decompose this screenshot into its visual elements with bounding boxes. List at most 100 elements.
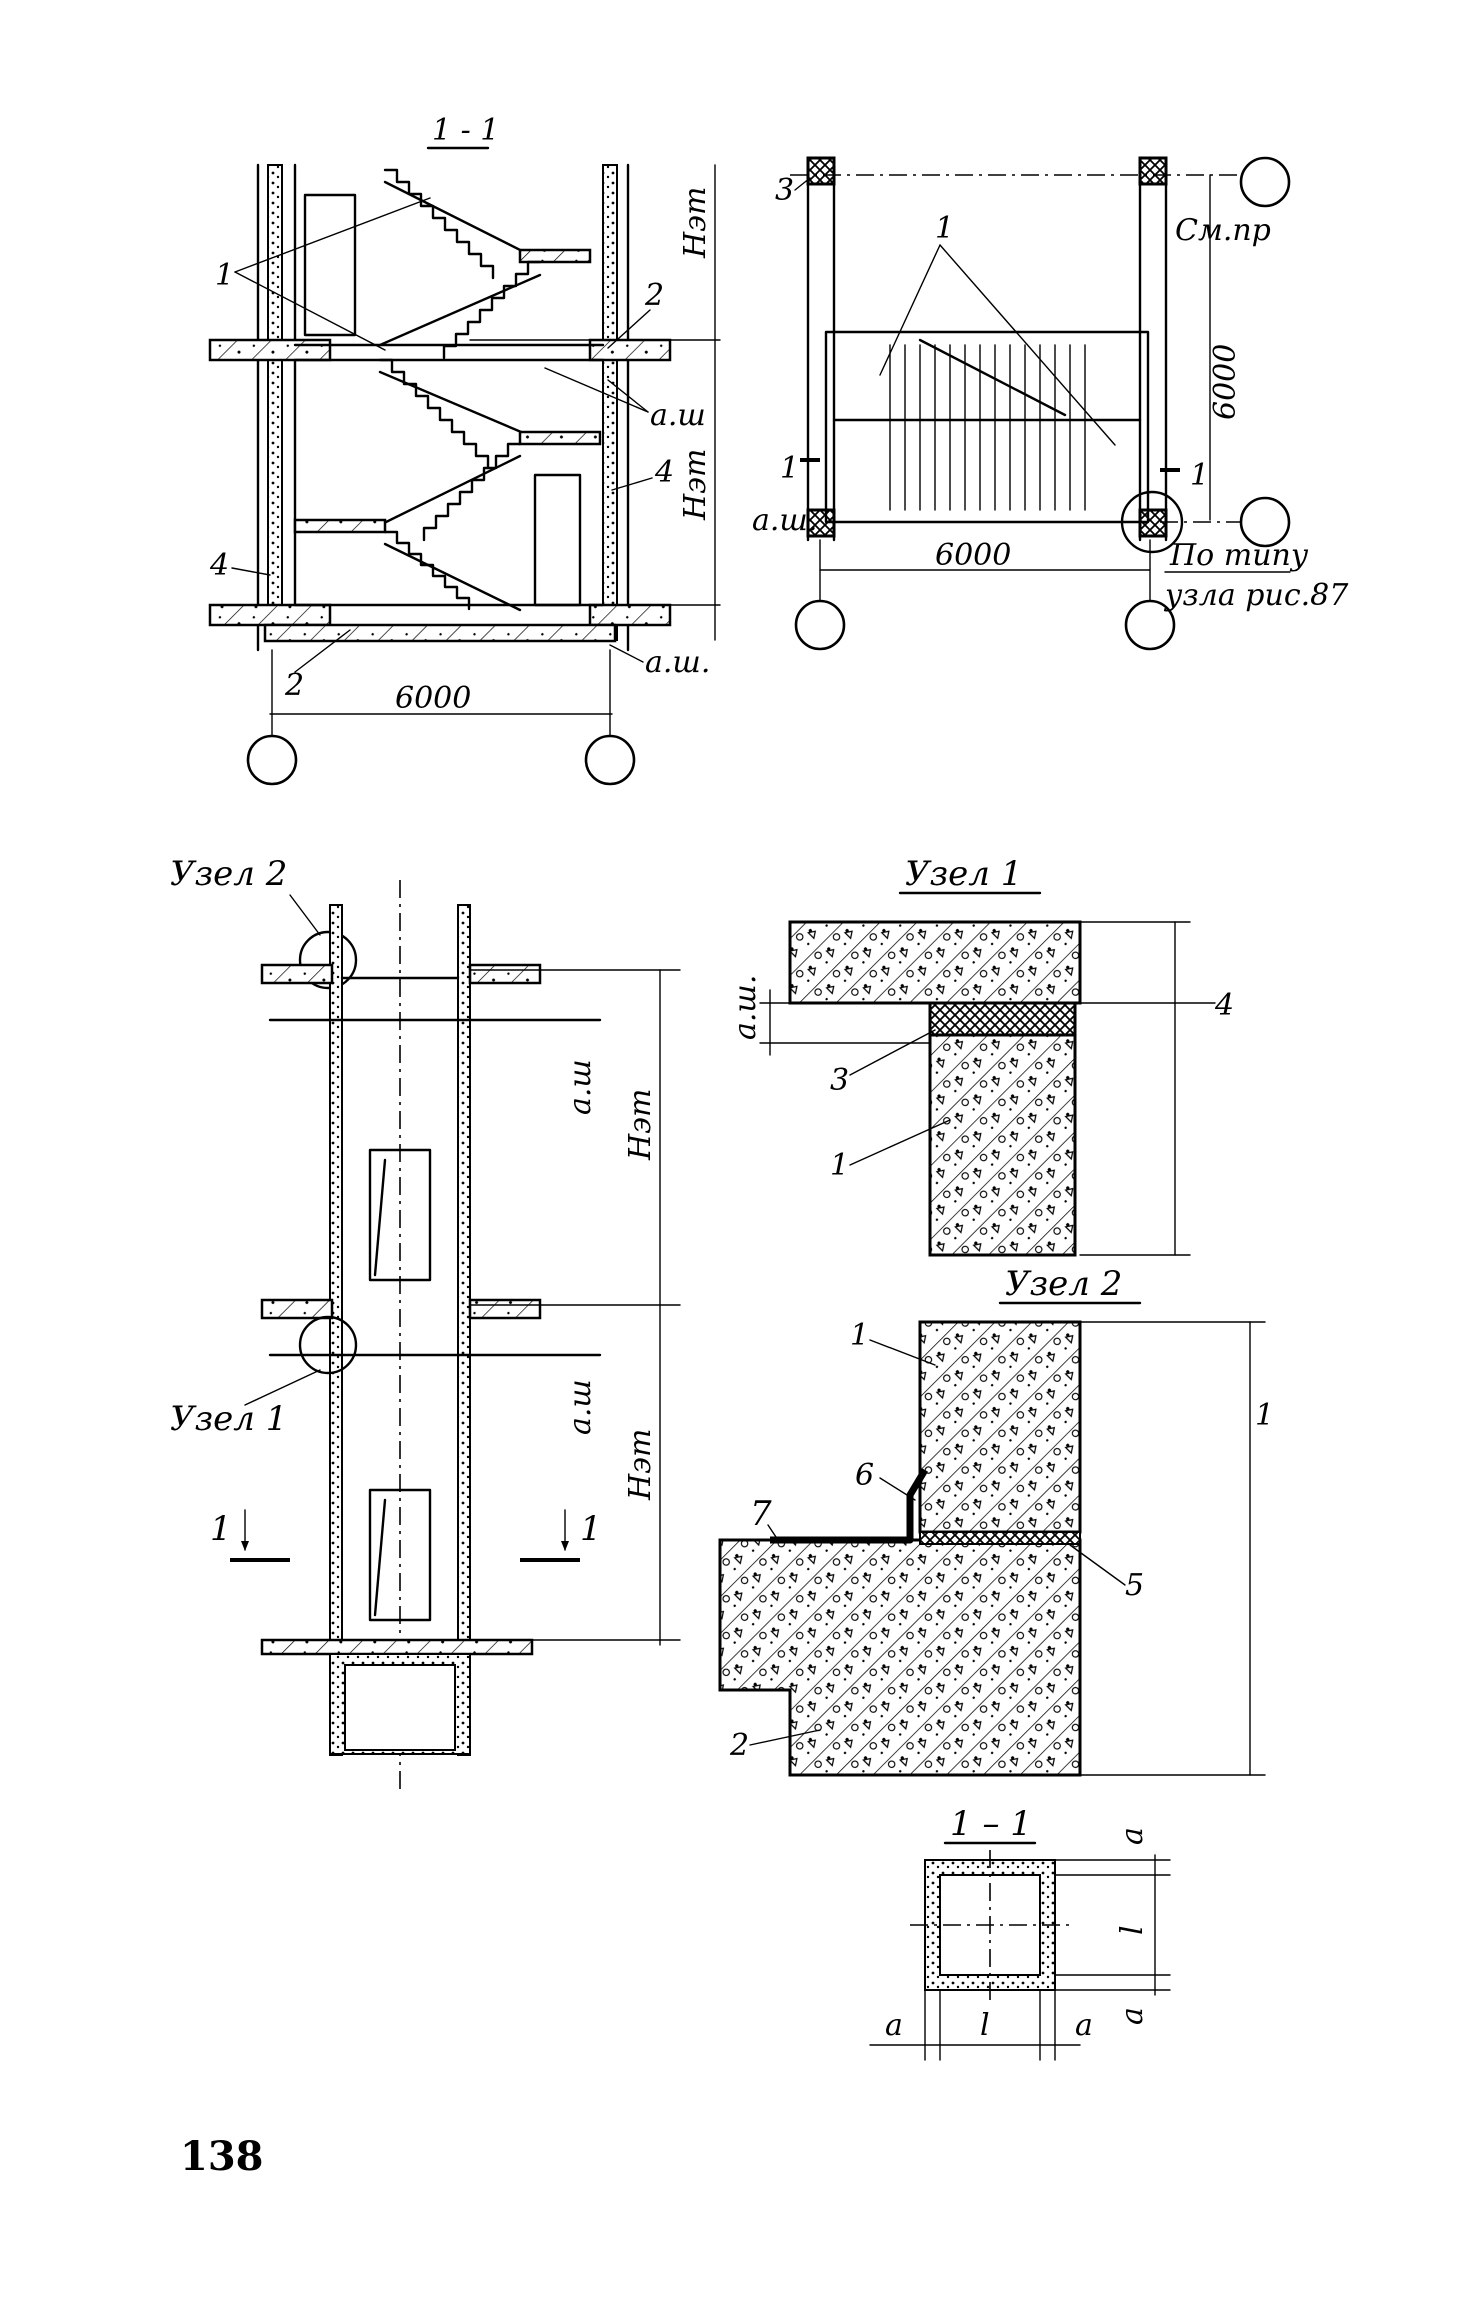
- slab-base: [263, 623, 617, 643]
- plan-callout-1: 1: [935, 211, 954, 246]
- node1-slab: [788, 920, 1082, 1005]
- node-ref-circle: [1120, 490, 1184, 554]
- axis-bubble-left: [246, 734, 298, 786]
- h-floor-top: Нэт: [678, 187, 713, 259]
- node1-column: [928, 1033, 1077, 1257]
- node2-leader-5: [1069, 1544, 1126, 1586]
- node2-c6: 6: [855, 1458, 874, 1493]
- shaft-pit-inner: [344, 1664, 456, 1751]
- small-a-right: a: [1075, 2008, 1093, 2043]
- small-a-top: a: [1115, 1827, 1150, 1845]
- node-2-detail: Узел 2 1 6 7 5 2 1: [718, 1264, 1274, 1777]
- cut-mark-left: 1: [780, 451, 799, 486]
- flight-2: [442, 260, 542, 360]
- slab-left-lower: [208, 603, 332, 627]
- column-tr: [1138, 156, 1168, 186]
- shaft-cut-left: 1: [210, 1509, 232, 1549]
- plan-view: 3 1 См.пр 6000 1 1 а.ш. 6000 По типу узл…: [752, 156, 1349, 651]
- node2-c5: 5: [1125, 1568, 1144, 1603]
- node2-leader-1: [869, 1339, 936, 1366]
- plan-bubble-b2: [1124, 599, 1176, 651]
- shaft-elevation: Узел 2 Нэт Нэт а.ш а.ш Узел 1: [170, 854, 681, 1790]
- cut-mark-right: 1: [1190, 458, 1209, 493]
- leader-aw-bottom: [609, 644, 644, 663]
- flight-4: [422, 442, 522, 542]
- leader-4-right: [611, 477, 653, 491]
- small-title: 1 – 1: [950, 1804, 1032, 1844]
- node1-leader-1: [849, 1119, 951, 1166]
- node2-c7: 7: [750, 1494, 772, 1534]
- landing-mid-lower: [518, 430, 602, 446]
- node1-leader-3: [849, 1029, 936, 1076]
- plan-aw: а.ш.: [752, 503, 817, 538]
- flight-5-soffit: [383, 542, 522, 612]
- shaft-slab-l2: [260, 1298, 334, 1320]
- node2-title: Узел 2: [1005, 1264, 1122, 1304]
- flight-4-soffit: [378, 454, 522, 527]
- callout-4-right: 4: [654, 455, 674, 490]
- axis-bubble-right: [584, 734, 636, 786]
- leader-p1b: [939, 244, 1116, 446]
- leader-1b: [234, 271, 386, 351]
- leader-1a: [234, 197, 431, 273]
- shaft-node1-label: Узел 1: [170, 1399, 287, 1439]
- node1-c1: 1: [830, 1148, 849, 1183]
- node2-leader-7: [767, 1524, 779, 1541]
- node2-flashing: [770, 1468, 929, 1544]
- callout-2-top: 2: [644, 278, 664, 313]
- shaft-door-2: [368, 1488, 432, 1622]
- door2-leaf: [373, 1498, 387, 1617]
- shaft-slab-r2: [468, 1298, 542, 1320]
- stair-cage: [824, 330, 1150, 524]
- node1-aw: а.ш.: [728, 975, 763, 1040]
- plan-dim-vertical: 6000: [1208, 344, 1243, 420]
- node-1-detail: Узел 1 4 3 1 а.ш.: [728, 854, 1234, 1257]
- flight-3-soffit: [378, 370, 542, 442]
- leader-p1a: [879, 244, 941, 376]
- node2-c2: 2: [729, 1728, 749, 1763]
- shaft-cut-right: 1: [580, 1509, 602, 1549]
- plan-dim-horizontal: 6000: [935, 538, 1011, 573]
- node1-c4: 4: [1214, 988, 1234, 1023]
- flight-1-soffit: [383, 180, 542, 262]
- leader-4-left: [231, 567, 271, 576]
- callout-4-left: 4: [209, 548, 229, 583]
- plan-bubble-tr: [1239, 156, 1291, 208]
- flight-1: [383, 168, 495, 280]
- aw-top: а.ш: [650, 398, 706, 433]
- small-l-side: l: [1115, 1925, 1150, 1935]
- node1-c3: 3: [830, 1063, 849, 1098]
- page-number: 138: [180, 2133, 264, 2180]
- node2-column: [918, 1320, 1082, 1534]
- slab-right-upper: [588, 338, 672, 362]
- landing-mid-upper: [518, 248, 592, 264]
- flight-2-soffit: [378, 273, 542, 347]
- small-a-left: a: [885, 2008, 903, 2043]
- leader-aw-1: [544, 367, 649, 413]
- callout-1: 1: [215, 258, 234, 293]
- landing-bottom: [293, 518, 387, 534]
- node2-c1: 1: [850, 1318, 869, 1353]
- shaft-door-1: [368, 1148, 432, 1282]
- slab-right-lower: [588, 603, 672, 627]
- door-upper: [303, 193, 357, 337]
- node2-seal: [919, 1531, 1081, 1545]
- section-1-1: 1 - 1: [208, 113, 721, 786]
- note-line1: По типу: [1169, 538, 1309, 573]
- node1-leader: [244, 1369, 321, 1406]
- left-wall: [267, 164, 283, 641]
- column-tl: [806, 156, 836, 186]
- leader-3: [794, 177, 811, 191]
- plan-callout-3: 3: [775, 173, 794, 208]
- section-small: 1 – 1 a l a a l a: [869, 1804, 1171, 2061]
- node1-circle: [298, 1315, 358, 1375]
- dim-width: 6000: [395, 681, 471, 716]
- leader-2-top: [607, 309, 651, 349]
- small-l-bottom: l: [980, 2008, 990, 2043]
- small-a-bottom: a: [1115, 2007, 1150, 2025]
- slab-left-upper: [208, 338, 332, 362]
- note-line2: узла рис.87: [1163, 578, 1349, 613]
- node2-leader-6: [879, 1477, 916, 1501]
- plan-bubble-bl: [794, 599, 846, 651]
